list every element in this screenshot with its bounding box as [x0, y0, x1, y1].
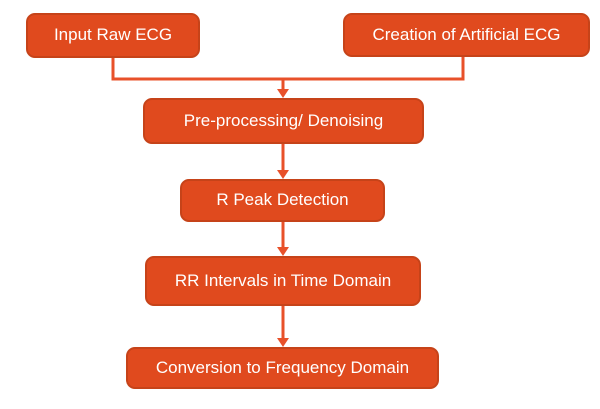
merge-elbow-connector [111, 55, 465, 81]
node-creation-of-artificial-ecg-label: Creation of Artificial ECG [372, 24, 561, 44]
node-input-raw-ecg-label: Input Raw ECG [53, 25, 173, 45]
node-creation-of-artificial-ecg: Creation of Artificial ECG [343, 13, 590, 57]
node-pre-processing-denoising-label: Pre-processing/ Denoising [183, 110, 384, 130]
node-r-peak-detection: R Peak Detection [180, 179, 385, 222]
node-conversion-to-frequency-domain-label: Conversion to Frequency Domain [155, 357, 410, 377]
node-conversion-to-frequency-domain: Conversion to Frequency Domain [126, 347, 439, 389]
node-r-peak-detection-label: R Peak Detection [216, 190, 349, 210]
node-rr-intervals-in-time-domain: RR Intervals in Time Domain [145, 256, 421, 306]
node-input-raw-ecg: Input Raw ECG [26, 13, 200, 58]
node-rr-intervals-in-time-domain-label: RR Intervals in Time Domain [174, 270, 392, 290]
node-pre-processing-denoising: Pre-processing/ Denoising [143, 98, 424, 144]
